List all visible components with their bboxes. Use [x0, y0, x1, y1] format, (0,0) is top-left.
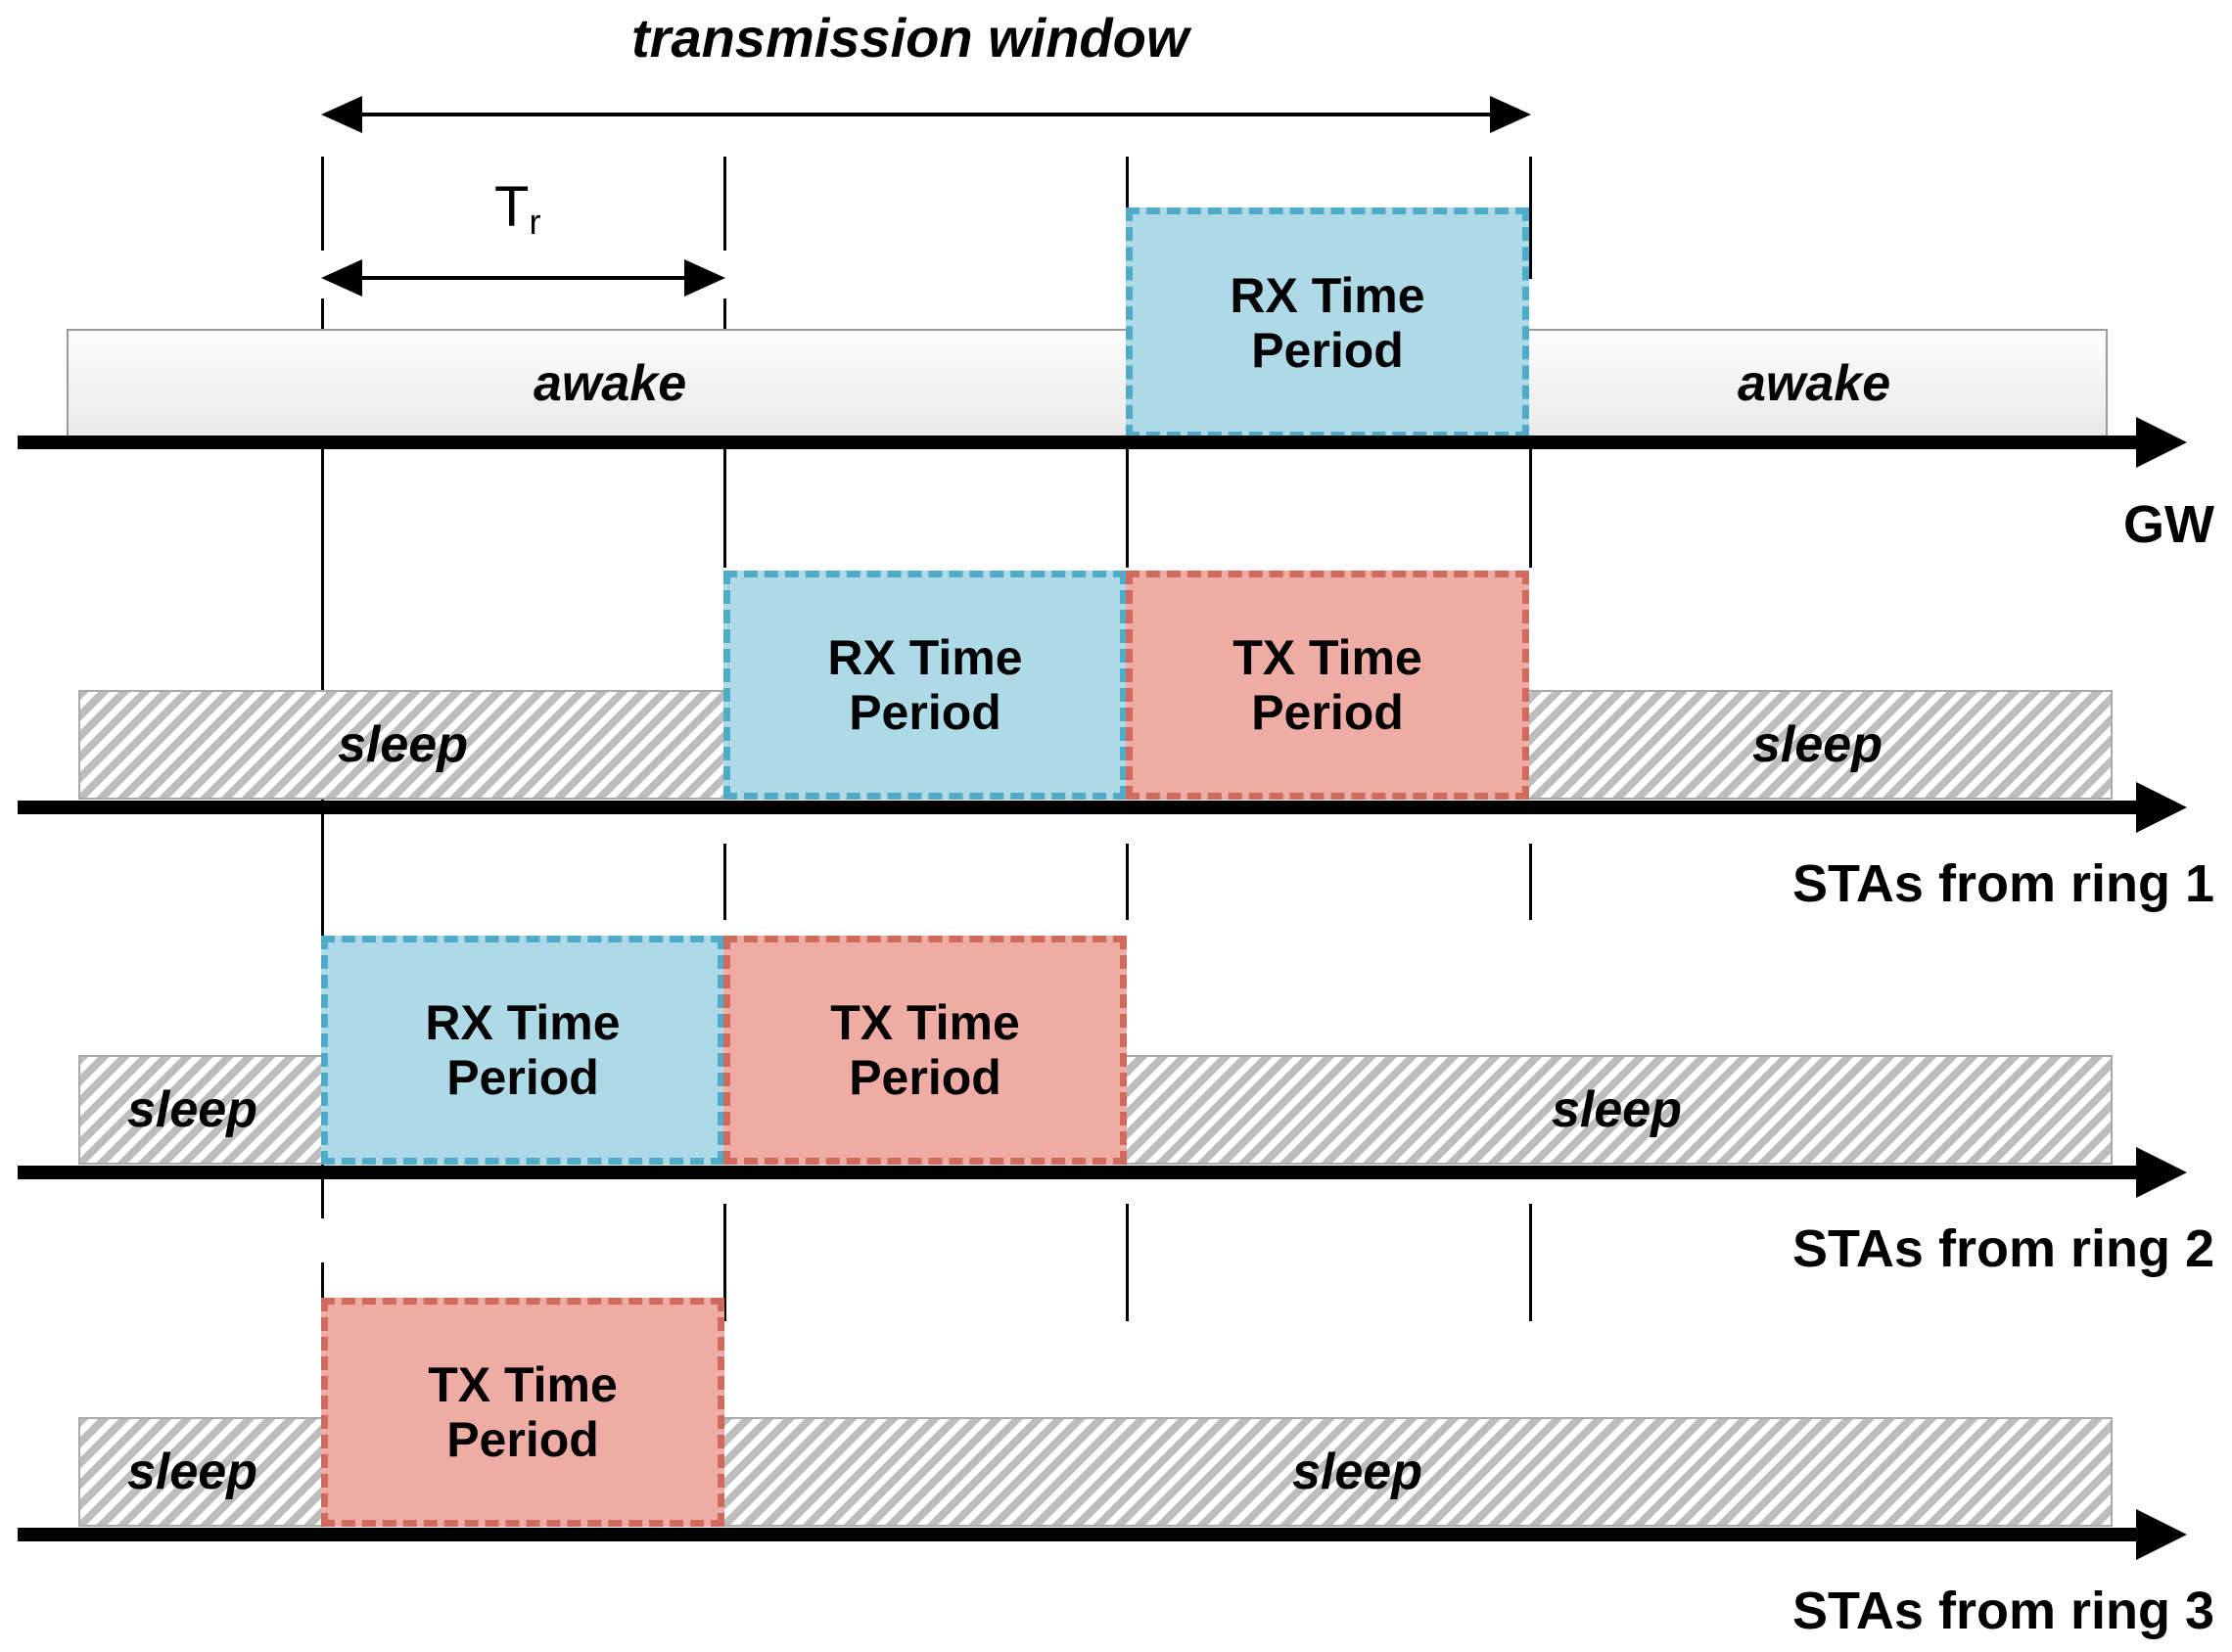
guide-line-t0-seg1 — [321, 157, 324, 251]
ring3-axis-arrow-head — [2136, 1509, 2187, 1560]
ring2-rx-time-period[interactable]: RX Time Period — [321, 936, 724, 1165]
ring3-tx-time-period[interactable]: TX Time Period — [321, 1298, 724, 1527]
guide-line-t1-seg5 — [723, 1204, 726, 1321]
ring1-tx-label-line1: TX Time — [1232, 630, 1422, 685]
ring2-tx-label-line2: Period — [849, 1050, 1001, 1105]
ring1-sleep-label-right: sleep — [1752, 716, 1883, 773]
guide-line-t1-seg3 — [723, 445, 726, 568]
gw-rx-time-period[interactable]: RX Time Period — [1126, 207, 1529, 438]
guide-line-t1-seg1 — [723, 157, 726, 251]
tr-arrow-head-left — [321, 259, 362, 297]
ring3-sleep-label-left: sleep — [127, 1444, 257, 1500]
transmission-window-label: transmission window — [631, 7, 1189, 69]
ring2-rx-label-line1: RX Time — [425, 995, 621, 1050]
arrow-shaft — [358, 113, 1492, 116]
ring3-axis-line — [18, 1528, 2136, 1541]
guide-line-t0-seg3 — [321, 445, 324, 915]
gw-awake-bar — [67, 329, 2108, 438]
tr-arrow-shaft — [358, 276, 686, 280]
ring2-sleep-label-right: sleep — [1552, 1081, 1682, 1138]
row-label-ring3: STAs from ring 3 — [1791, 1582, 2214, 1640]
ring2-tx-time-period[interactable]: TX Time Period — [723, 936, 1127, 1165]
ring2-sleep-label-left: sleep — [127, 1081, 257, 1138]
gw-awake-label-right: awake — [1738, 355, 1891, 412]
guide-line-t1-seg4 — [723, 844, 726, 920]
ring1-rx-label-line1: RX Time — [827, 630, 1023, 685]
row-label-ring1: STAs from ring 1 — [1791, 854, 2214, 913]
arrow-head-right — [1490, 96, 1531, 133]
gw-rx-label-line1: RX Time — [1230, 268, 1425, 323]
ring2-tx-label-line1: TX Time — [830, 995, 1020, 1050]
gw-axis-arrow-head — [2136, 417, 2187, 468]
guide-line-t3-seg1 — [1529, 157, 1532, 279]
gw-axis-line — [18, 436, 2136, 449]
ring1-axis-arrow-head — [2136, 782, 2187, 833]
guide-line-t3-seg3 — [1529, 844, 1532, 920]
guide-line-t2-seg4 — [1126, 1204, 1129, 1321]
guide-line-t1-seg2 — [723, 298, 726, 343]
guide-line-t0-seg2 — [321, 298, 324, 343]
guide-line-t3-seg4 — [1529, 1204, 1532, 1321]
ring3-tx-label-line1: TX Time — [428, 1357, 618, 1412]
ring1-tx-time-period[interactable]: TX Time Period — [1126, 571, 1529, 800]
ring1-axis-line — [18, 801, 2136, 814]
row-label-ring2: STAs from ring 2 — [1791, 1219, 2214, 1278]
row-label-gw: GW — [2123, 495, 2214, 554]
ring1-sleep-label-left: sleep — [338, 716, 468, 773]
gw-awake-label-left: awake — [534, 355, 687, 412]
gw-rx-label-line2: Period — [1251, 323, 1404, 378]
ring1-tx-label-line2: Period — [1251, 685, 1404, 740]
ring3-sleep-label-right: sleep — [1292, 1444, 1422, 1500]
ring1-rx-time-period[interactable]: RX Time Period — [723, 571, 1127, 800]
guide-line-t3-seg2 — [1529, 445, 1532, 568]
tr-label: Tr — [494, 175, 541, 242]
guide-line-t2-seg3 — [1126, 844, 1129, 920]
guide-line-t0-seg5 — [321, 1262, 324, 1321]
tr-arrow-head-right — [684, 259, 725, 297]
ring2-axis-arrow-head — [2136, 1147, 2187, 1198]
ring2-rx-label-line2: Period — [446, 1050, 599, 1105]
ring3-tx-label-line2: Period — [446, 1412, 599, 1467]
ring2-axis-line — [18, 1166, 2136, 1179]
arrow-head-left — [321, 96, 362, 133]
ring1-rx-label-line2: Period — [849, 685, 1001, 740]
guide-line-t2-seg2 — [1126, 445, 1129, 568]
